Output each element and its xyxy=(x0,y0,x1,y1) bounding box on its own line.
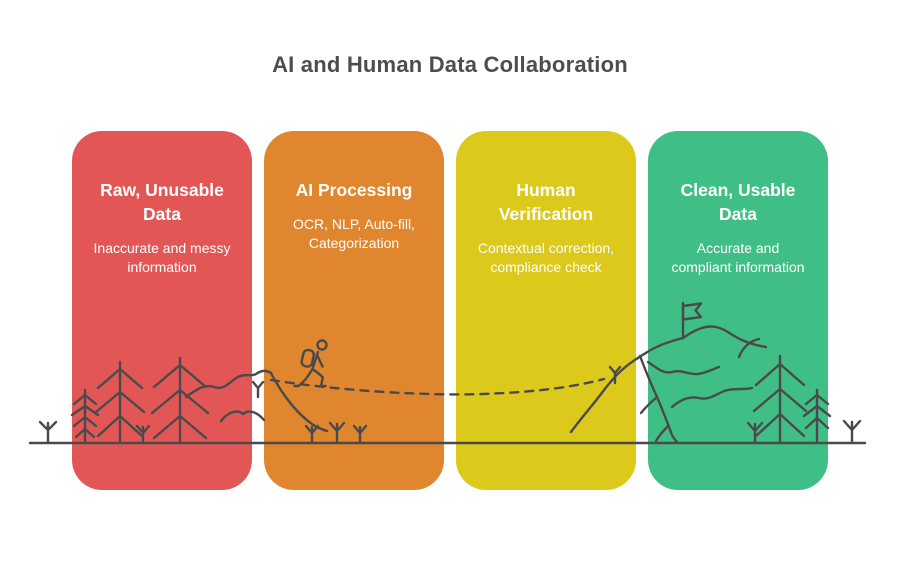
card-title-raw-unusable-data: Raw, Unusable Data xyxy=(100,180,224,225)
page-title: AI and Human Data Collaboration xyxy=(272,52,628,77)
card-subtitle-ai-processing: OCR, NLP, Auto-fill, Categorization xyxy=(293,216,415,252)
card-subtitle-clean-usable-data: Accurate and compliant information xyxy=(671,240,805,276)
card-clean-usable-data: Clean, Usable Data Accurate and complian… xyxy=(648,131,828,490)
card-title-ai-processing: AI Processing xyxy=(295,180,413,200)
card-raw-unusable-data: Raw, Unusable Data Inaccurate and messy … xyxy=(72,131,252,490)
card-title-clean-usable-data: Clean, Usable Data xyxy=(680,180,796,225)
card-subtitle-human-verification: Contextual correction, compliance check xyxy=(477,240,615,276)
card-human-verification: Human Verification Contextual correction… xyxy=(456,131,636,490)
card-title-human-verification: Human Verification xyxy=(498,180,594,225)
sprout-icon xyxy=(38,420,58,445)
card-ai-processing: AI Processing OCR, NLP, Auto-fill, Categ… xyxy=(264,131,444,490)
card-subtitle-raw-unusable-data: Inaccurate and messy information xyxy=(93,240,231,276)
